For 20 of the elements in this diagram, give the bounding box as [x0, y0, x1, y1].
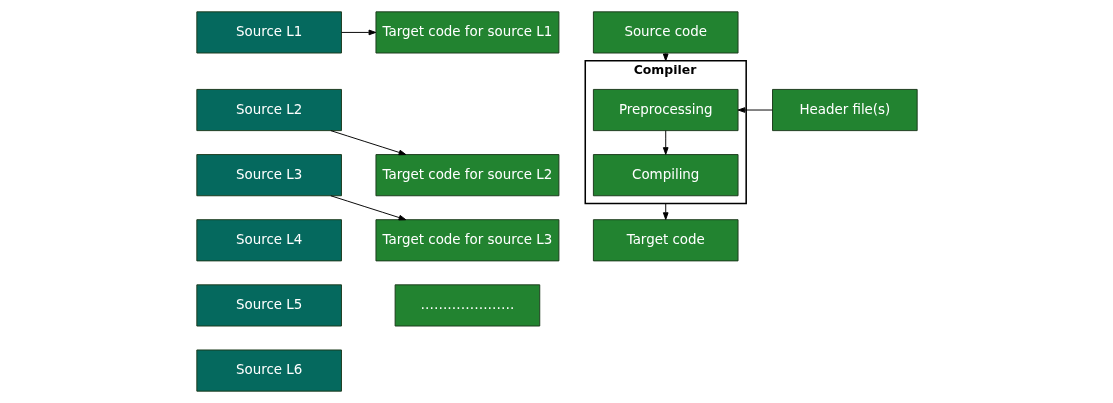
node-box: Preprocessing: [592, 88, 738, 132]
node-box: Target code: [592, 219, 738, 262]
node-box: Source L1: [195, 11, 342, 54]
arrow: [329, 130, 406, 156]
node-box: Target code for source L3: [374, 219, 559, 262]
node-box: Source L5: [195, 284, 342, 327]
arrow: [329, 195, 406, 221]
arrow: [662, 202, 669, 220]
node-box: Compiling: [592, 154, 738, 197]
node-box: Source L3: [195, 154, 342, 197]
arrow: [340, 29, 376, 36]
arrow: [662, 130, 669, 155]
node-box: Source L2: [195, 88, 342, 132]
node-box: Target code for source L2: [374, 154, 559, 197]
node-box: Target code for source L1: [374, 11, 559, 54]
node-box: Header file(s): [771, 88, 918, 132]
node-box: Source L4: [195, 219, 342, 262]
arrow: [737, 107, 773, 113]
node-box: …………………: [394, 284, 540, 327]
node-box: Source L6: [195, 349, 342, 392]
